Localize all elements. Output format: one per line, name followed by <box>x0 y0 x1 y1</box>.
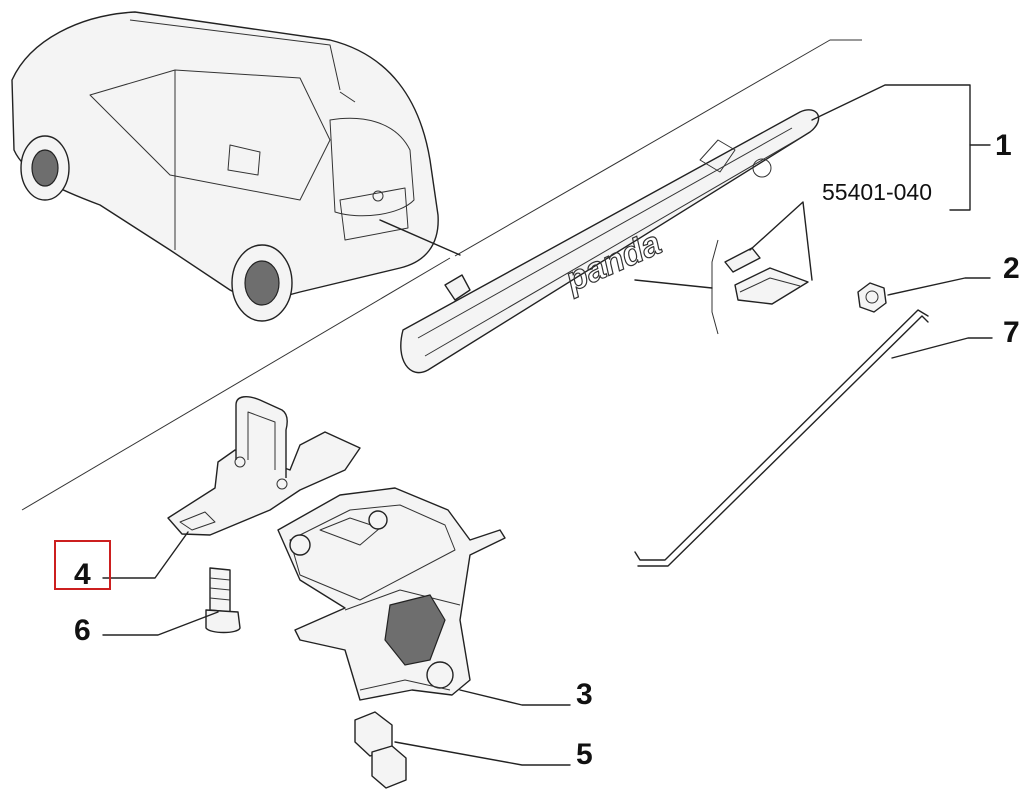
callout-4-highlight-frame <box>54 540 111 590</box>
lock-assembly <box>277 487 506 701</box>
nut <box>857 282 887 313</box>
part-number-label: 55401-040 <box>822 179 932 205</box>
callout-2: 2 <box>1003 252 1020 285</box>
callout-3: 3 <box>576 678 593 711</box>
callout-5: 5 <box>576 738 593 771</box>
separator-lines <box>21 39 862 511</box>
striker-bracket <box>167 396 361 536</box>
callout-4: 4 <box>74 558 91 591</box>
callout-6: 6 <box>74 614 91 647</box>
rod <box>634 309 929 567</box>
leader-lines <box>102 84 993 766</box>
bolts-short <box>354 711 407 789</box>
bolt-long <box>205 567 241 634</box>
car-thumbnail <box>11 11 461 322</box>
callout-7: 7 <box>1003 316 1020 349</box>
callout-1: 1 <box>995 129 1012 162</box>
tailgate-handle-bar: panda <box>400 109 820 374</box>
plate-lamp-parts <box>711 201 813 335</box>
